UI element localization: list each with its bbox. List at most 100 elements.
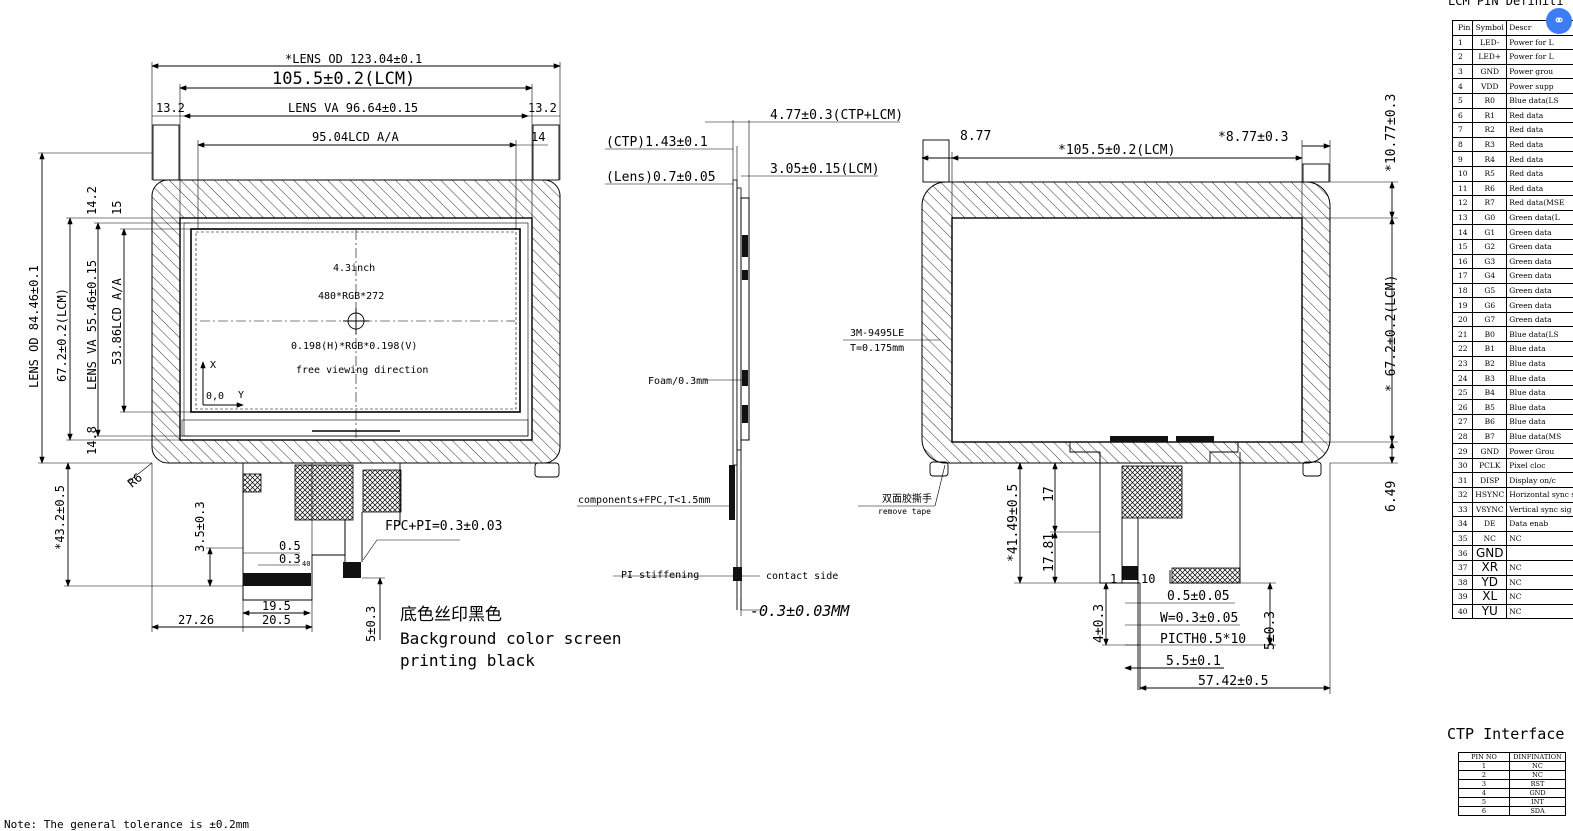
pin-table-cell: NC [1473, 531, 1507, 546]
pin-table-cell: 37 [1453, 560, 1473, 575]
lens-od-height: LENS OD 84.46±0.1 [27, 265, 41, 388]
pin-table-cell: R1 [1473, 108, 1507, 123]
margin-right: 13.2 [528, 101, 557, 115]
pin-table-cell: Power Grou [1507, 444, 1573, 459]
finger-pitch: 0.5±0.05 [1167, 589, 1230, 604]
pin-table-cell: 12 [1453, 196, 1473, 211]
lens-thickness: (Lens)0.7±0.05 [606, 170, 716, 185]
pin-table-cell: B3 [1473, 371, 1507, 386]
pin-table-cell: PCLK [1473, 458, 1507, 473]
pin-table-cell: G5 [1473, 283, 1507, 298]
lens-va-height: LENS VA 55.46±0.15 [85, 260, 99, 390]
pin-table-cell: NC [1507, 590, 1573, 605]
pin-table-cell: 16 [1453, 254, 1473, 269]
pin-table-cell: 7 [1453, 123, 1473, 138]
ctp-table-cell: 3 [1459, 780, 1510, 789]
fpc-width-b: 20.5 [262, 613, 291, 627]
ctp-table-cell: 5 [1459, 798, 1510, 807]
pitch-a: 0.5 [279, 539, 301, 553]
pin-table-cell: NC [1507, 604, 1573, 619]
pin-table-title: LCM PIN Definiti [1448, 0, 1564, 8]
lcd-aa-height: 53.86LCD A/A [110, 278, 124, 365]
pin-table-cell: Red data [1507, 108, 1573, 123]
pin-table-cell: Green data [1507, 225, 1573, 240]
pin-table-cell: Green data [1507, 298, 1573, 313]
pin-table-cell: 20 [1453, 312, 1473, 327]
pin-table-cell: 27 [1453, 415, 1473, 430]
pin-table-cell: VSYNC [1473, 502, 1507, 517]
side-view: 4.77±0.3(CTP+LCM) (CTP)1.43±0.1 3.05±0.1… [577, 108, 903, 620]
ctp-table-title: CTP Interface [1447, 725, 1564, 743]
pin-table-cell: B4 [1473, 385, 1507, 400]
pin-table-cell [1507, 546, 1573, 561]
pin-table-cell: G4 [1473, 269, 1507, 284]
pin-table-cell: GND [1473, 444, 1507, 459]
pin-table-cell: R4 [1473, 152, 1507, 167]
pin-table-cell: 21 [1453, 327, 1473, 342]
pin-table-cell: YU [1473, 604, 1507, 619]
link-icon[interactable]: ⚭ [1546, 8, 1572, 34]
pin-table-cell: G2 [1473, 239, 1507, 254]
finger-total: 5.5±0.1 [1166, 654, 1221, 669]
pin-table-cell: GND [1473, 64, 1507, 79]
pin-table-cell: 32 [1453, 488, 1473, 503]
top-margin-1: 14.2 [85, 186, 99, 215]
remove-tape-en: remove tape [878, 507, 931, 516]
finger-len: 5±0.3 [364, 606, 378, 642]
back-fpc-offset: 57.42±0.5 [1198, 674, 1268, 689]
pin-table-cell: Green data(L [1507, 210, 1573, 225]
total-thickness: 4.77±0.3(CTP+LCM) [770, 108, 903, 123]
pin-table-cell: 10 [1453, 166, 1473, 181]
foam: Foam/0.3mm [648, 376, 708, 387]
pin-table-cell: 22 [1453, 342, 1473, 357]
pin-table-cell: 19 [1453, 298, 1473, 313]
pin-table-cell: 40 [1453, 604, 1473, 619]
ctp-table-cell: NC [1510, 771, 1566, 780]
lcm-thickness: 3.05±0.15(LCM) [770, 162, 880, 177]
front-view: *LENS OD 123.04±0.1 105.5±0.2(LCM) 13.2 … [27, 52, 622, 670]
pin-table-cell: B0 [1473, 327, 1507, 342]
tape: 3M-9495LE [850, 328, 904, 339]
pin-table-cell: Red data [1507, 123, 1573, 138]
pin-table-cell: R0 [1473, 93, 1507, 108]
fpc-offset: 27.26 [178, 613, 214, 627]
fpc-width-a: 19.5 [262, 599, 291, 613]
pin-table-cell: LED+ [1473, 50, 1507, 65]
pin-table-cell: 30 [1453, 458, 1473, 473]
tolerance-note: Note: The general tolerance is ±0.2mm [4, 818, 249, 831]
pin-table-cell: Power for L [1507, 35, 1573, 50]
ctp-table-cell: 4 [1459, 789, 1510, 798]
pin-table-cell: 17 [1453, 269, 1473, 284]
pin-table-cell: G6 [1473, 298, 1507, 313]
pin-table-cell: Power supp [1507, 79, 1573, 94]
bottom-offset: 6.49 [1384, 481, 1399, 512]
bg-print-en-1: Background color screen [400, 629, 622, 648]
pin-table-cell: Green data [1507, 239, 1573, 254]
top-margin-2: 15 [110, 201, 124, 215]
pin-table-cell: VDD [1473, 79, 1507, 94]
pi-stiffening: PI stiffening [621, 570, 699, 581]
pin-table-cell: Data enab [1507, 517, 1573, 532]
